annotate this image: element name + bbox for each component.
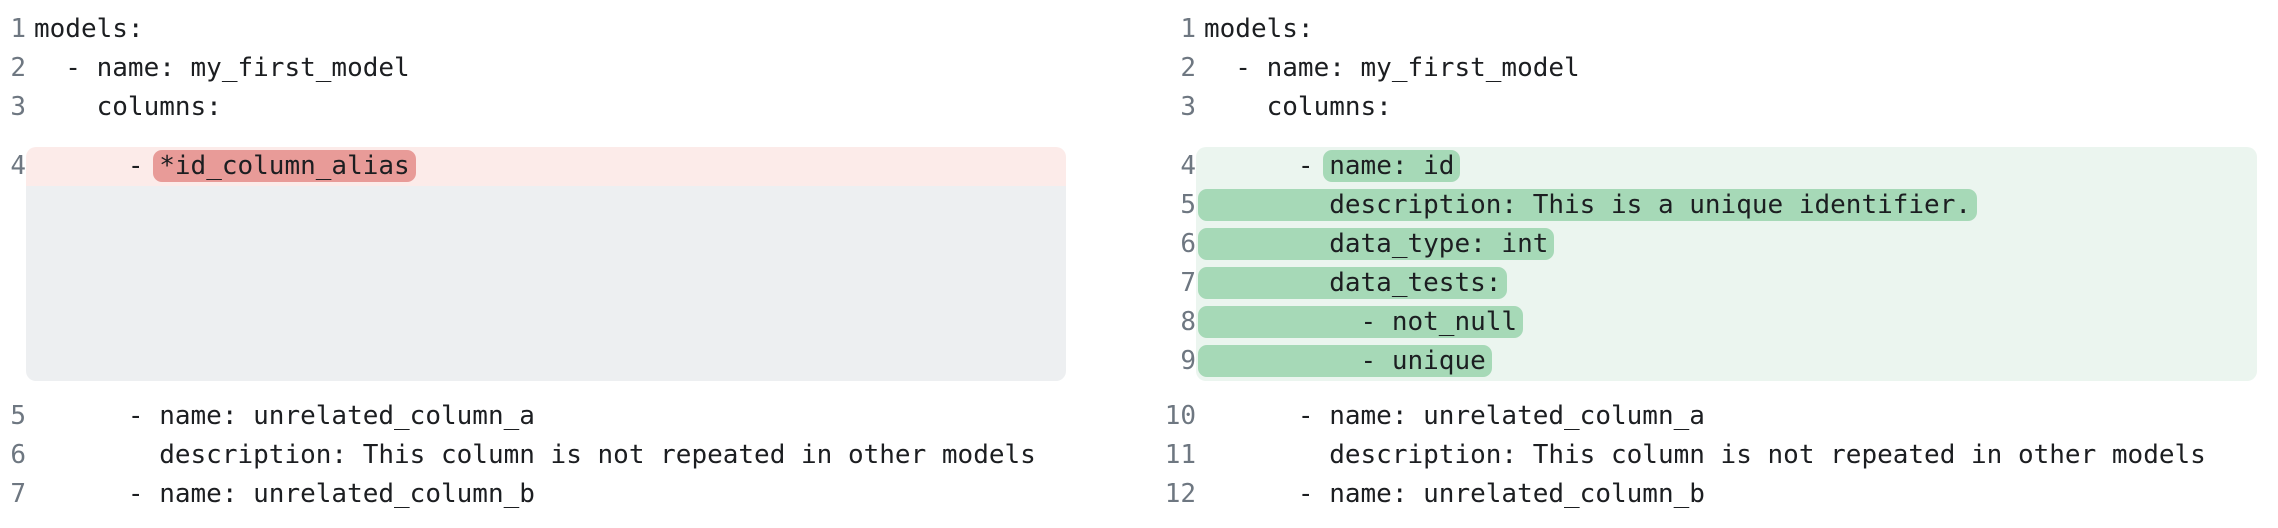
code-text: - name: id xyxy=(1196,147,2257,186)
diff-spacer-row xyxy=(0,186,1139,381)
code-text: - name: unrelated_column_b xyxy=(26,475,1066,514)
code-text: models: xyxy=(26,10,1066,49)
code-segment: models: xyxy=(1204,14,1314,44)
added-line: 4 - name: id xyxy=(1139,147,2278,186)
line-number: 6 xyxy=(10,440,26,470)
added-token-highlight: data_type: int xyxy=(1198,228,1555,260)
line-number: 7 xyxy=(1180,268,1196,298)
code-segment: - name: unrelated_column_b xyxy=(34,479,535,509)
diff-spacer-block xyxy=(26,186,1066,381)
code-text: columns: xyxy=(1196,88,2257,127)
added-line: 9 - unique xyxy=(1139,342,2278,381)
code-text: description: This column is not repeated… xyxy=(26,436,1066,475)
code-text: - name: unrelated_column_b xyxy=(1196,475,2257,514)
line-number: 4 xyxy=(10,151,26,181)
line-number: 2 xyxy=(10,53,26,83)
line-number: 1 xyxy=(1180,14,1196,44)
code-text: - name: unrelated_column_a xyxy=(26,397,1066,436)
code-text: - name: my_first_model xyxy=(26,49,1066,88)
line-number: 8 xyxy=(1180,307,1196,337)
added-line: 5 description: This is a unique identifi… xyxy=(1139,186,2278,225)
added-token-highlight: data_tests: xyxy=(1198,267,1508,299)
code-segment: description: This column is not repeated… xyxy=(1204,440,2206,470)
line-number: 10 xyxy=(1164,401,1196,431)
code-text: columns: xyxy=(26,88,1066,127)
added-token-highlight: - unique xyxy=(1198,345,1492,377)
code-segment: - xyxy=(34,151,160,181)
line-number: 7 xyxy=(10,479,26,509)
line-number: 5 xyxy=(1180,190,1196,220)
line-number: 6 xyxy=(1180,229,1196,259)
removed-line: 4 - *id_column_alias xyxy=(0,147,1139,186)
code-segment: - name: my_first_model xyxy=(34,53,410,83)
code-segment: columns: xyxy=(1204,92,1392,122)
code-line: 3 columns: xyxy=(1139,88,2278,127)
code-line: 10 - name: unrelated_column_a xyxy=(1139,397,2278,436)
code-text: data_type: int xyxy=(1196,225,2257,264)
added-line: 7 data_tests: xyxy=(1139,264,2278,303)
code-line: 6 description: This column is not repeat… xyxy=(0,436,1139,475)
code-segment: models: xyxy=(34,14,144,44)
code-text: - *id_column_alias xyxy=(26,147,1066,186)
line-number: 2 xyxy=(1180,53,1196,83)
line-number: 11 xyxy=(1164,440,1196,470)
line-number: 3 xyxy=(10,92,26,122)
code-segment: columns: xyxy=(34,92,222,122)
code-line: 1 models: xyxy=(0,10,1139,49)
code-text: - name: unrelated_column_a xyxy=(1196,397,2257,436)
code-line: 2 - name: my_first_model xyxy=(0,49,1139,88)
added-line: 8 - not_null xyxy=(1139,303,2278,342)
code-line: 5 - name: unrelated_column_a xyxy=(0,397,1139,436)
line-number: 12 xyxy=(1164,479,1196,509)
code-segment: description: This column is not repeated… xyxy=(34,440,1036,470)
code-text: - name: my_first_model xyxy=(1196,49,2257,88)
code-line: 3 columns: xyxy=(0,88,1139,127)
code-line: 2 - name: my_first_model xyxy=(1139,49,2278,88)
line-number: 5 xyxy=(10,401,26,431)
code-segment: - xyxy=(1204,151,1330,181)
code-line: 7 - name: unrelated_column_b xyxy=(0,475,1139,514)
code-text: description: This is a unique identifier… xyxy=(1196,186,2257,225)
code-line: 11 description: This column is not repea… xyxy=(1139,436,2278,475)
code-text: - unique xyxy=(1196,342,2257,381)
added-token-highlight: - not_null xyxy=(1198,306,1524,338)
code-line: 12 - name: unrelated_column_b xyxy=(1139,475,2278,514)
line-number: 3 xyxy=(1180,92,1196,122)
code-segment: - name: my_first_model xyxy=(1204,53,1580,83)
code-text: - not_null xyxy=(1196,303,2257,342)
added-token-highlight: name: id xyxy=(1323,150,1461,182)
removed-token-highlight: *id_column_alias xyxy=(153,150,416,182)
code-text: models: xyxy=(1196,10,2257,49)
line-number: 9 xyxy=(1180,346,1196,376)
code-segment: - name: unrelated_column_b xyxy=(1204,479,1705,509)
code-line: 1 models: xyxy=(1139,10,2278,49)
line-number xyxy=(0,186,26,381)
code-text: description: This column is not repeated… xyxy=(1196,436,2257,475)
code-segment: - name: unrelated_column_a xyxy=(1204,401,1705,431)
code-text: data_tests: xyxy=(1196,264,2257,303)
code-segment: - name: unrelated_column_a xyxy=(34,401,535,431)
line-number: 1 xyxy=(10,14,26,44)
added-line: 6 data_type: int xyxy=(1139,225,2278,264)
added-token-highlight: description: This is a unique identifier… xyxy=(1198,189,1978,221)
line-number: 4 xyxy=(1180,151,1196,181)
